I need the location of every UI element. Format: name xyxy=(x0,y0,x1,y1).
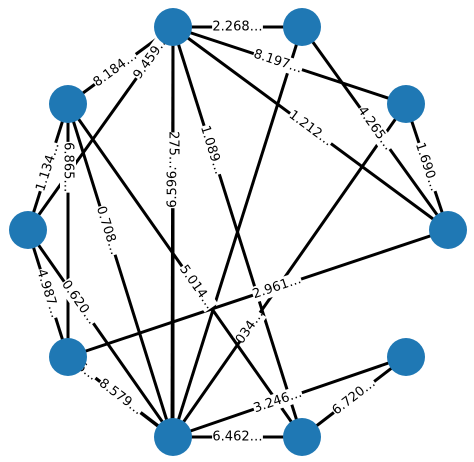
edge-label-I-G: 6.462… xyxy=(212,429,263,445)
edge-label-text: 3.246… xyxy=(252,386,304,416)
edge-label-text: 8.579… xyxy=(96,376,145,418)
graph-node xyxy=(49,85,87,123)
edge-label-background xyxy=(328,375,380,419)
edge-label-background xyxy=(251,385,305,417)
edge-label-background xyxy=(251,46,305,78)
edge-label-background xyxy=(164,157,181,209)
graph-node xyxy=(154,418,192,456)
graph-node xyxy=(283,8,321,46)
edge-label-background xyxy=(353,103,397,154)
edge-label-background xyxy=(92,203,123,258)
edge-label-background xyxy=(90,47,141,91)
graph-node xyxy=(154,8,192,46)
edge-label-background xyxy=(60,141,76,193)
edge-label-A-I: 275… xyxy=(165,131,181,169)
edge-label-background xyxy=(32,140,64,194)
edge-E-I xyxy=(171,103,408,438)
edge-label-background xyxy=(250,271,304,303)
edge-label-background xyxy=(129,32,173,83)
edge-label-text: 1.212… xyxy=(286,108,335,150)
edge-label-background xyxy=(212,429,263,445)
edge-label-A-B: 2.268… xyxy=(212,19,263,35)
edge-label-I-K: 3.246… xyxy=(251,385,305,417)
edge-label-background xyxy=(95,375,146,419)
edge-label-text: 2.961… xyxy=(251,272,303,302)
edge-label-background xyxy=(411,140,443,194)
edge-D-I xyxy=(26,229,175,438)
edge-label-C-J: 6.865… xyxy=(60,141,76,193)
edge-label-F-J: 2.961… xyxy=(250,271,304,303)
edge-label-text: 0.620… xyxy=(58,278,99,328)
edge-label-J-I: 8.579… xyxy=(95,375,146,419)
edge-label-E-I: 034… xyxy=(233,307,267,347)
edge-label-text: 6.462… xyxy=(212,430,262,445)
edge-label-background xyxy=(233,308,267,347)
edge-label-A-G: 1.089… xyxy=(196,123,227,177)
graph-node xyxy=(49,338,87,376)
graph-node xyxy=(387,85,425,123)
edge-label-A-H: 6.596… xyxy=(164,157,181,209)
edge-label-C-G: 5.014… xyxy=(175,261,218,313)
edge-label-text: 5.014… xyxy=(176,262,217,312)
graph-node xyxy=(283,418,321,456)
edge-label-text: 2.268… xyxy=(212,20,262,35)
edge-label-background xyxy=(165,132,181,168)
graph-node xyxy=(429,211,467,249)
edge-label-D-I: 0.620… xyxy=(57,277,100,328)
edge-label-background xyxy=(285,106,336,151)
edge-label-text: 275… xyxy=(166,131,181,169)
nodes-layer xyxy=(9,8,467,456)
edge-label-C-H: 0.708… xyxy=(92,203,123,258)
edge-label-A-F: 1.212… xyxy=(285,106,336,151)
edge-label-text: 1.089… xyxy=(197,124,226,176)
edge-label-text: 8.197… xyxy=(252,47,304,77)
edge-label-background xyxy=(212,19,263,35)
edge-label-A-E: 8.197… xyxy=(251,46,305,78)
edge-label-background xyxy=(175,261,218,313)
edge-B-I xyxy=(171,26,304,438)
edge-label-background xyxy=(196,123,227,177)
graph-node xyxy=(387,338,425,376)
edge-label-background xyxy=(57,277,100,328)
edge-label-text: 6.596… xyxy=(165,158,180,208)
edge-C-H xyxy=(66,103,174,438)
edge-label-background xyxy=(32,266,64,321)
edge-label-text: 6.865… xyxy=(61,142,76,192)
graph-node xyxy=(9,211,47,249)
edge-label-text: 0.708… xyxy=(93,204,122,256)
